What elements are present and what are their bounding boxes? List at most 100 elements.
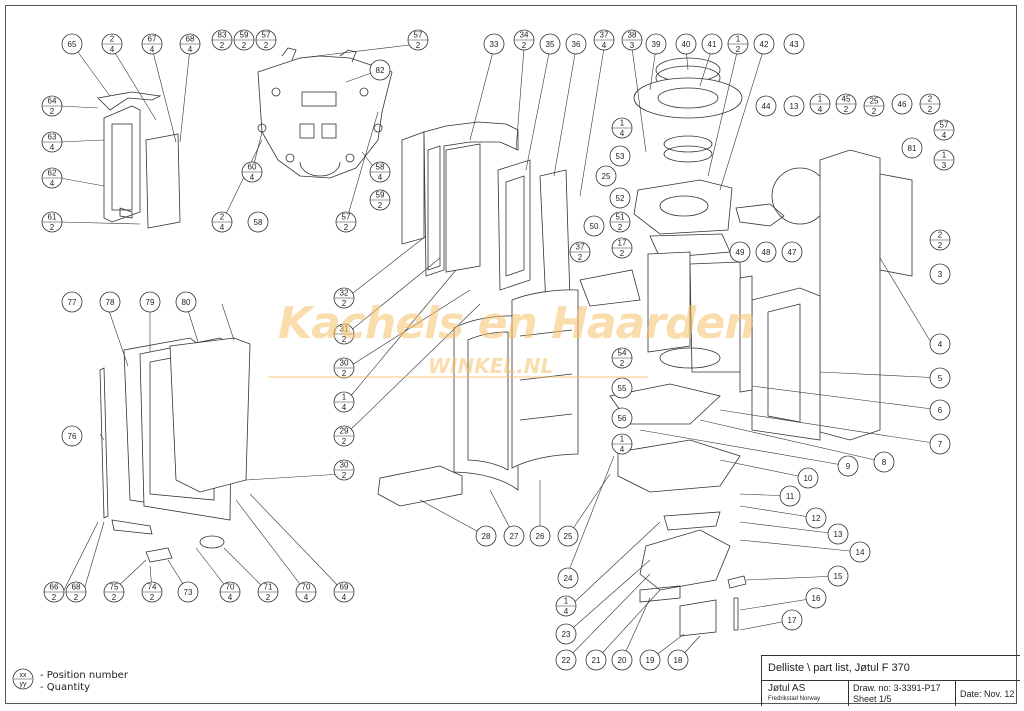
callout-position-number: 82 [376,66,385,75]
callout-quantity: 2 [872,107,877,116]
callout-circle [779,485,801,507]
callout-position-number: 58 [376,163,385,172]
callout-circle [729,241,751,263]
callout-61: 612 [41,211,63,233]
callout-circle [929,333,951,355]
callout-circle [873,451,895,473]
callout-position-number: 16 [812,594,821,603]
callout-76: 76 [61,425,83,447]
callout-position-number: 14 [856,548,865,557]
callout-circle [755,241,777,263]
callout-circle [557,567,579,589]
callout-57: 572 [407,29,429,51]
callout-17: 17 [781,609,803,631]
callout-position-number: 7 [938,440,943,449]
callout-quantity: 4 [342,593,347,602]
top-left-door-assembly [97,91,181,229]
callout-position-number: 20 [618,656,627,665]
callout-24: 24 [557,567,579,589]
callout-67: 674 [141,33,163,55]
callout-57: 572 [335,211,357,233]
callout-quantity: 4 [304,593,309,602]
title-block-date: Date: Nov. 12 [960,689,1015,699]
callout-position-number: 81 [908,144,917,153]
callout-42: 42 [753,33,775,55]
callout-quantity: 4 [150,45,155,54]
callout-position-number: 73 [184,588,193,597]
callout-circle [611,649,633,671]
callout-quantity: 2 [344,223,349,232]
callout-55: 55 [611,377,633,399]
callout-circle [565,33,587,55]
callout-position-number: 27 [510,532,519,541]
callout-position-number: 61 [48,213,57,222]
callout-29: 292 [333,425,355,447]
callout-position-number: 32 [340,289,349,298]
callout-position-number: 75 [110,583,119,592]
callout-82: 82 [369,59,391,81]
callout-81: 81 [901,137,923,159]
callout-4: 4 [929,333,951,355]
callout-circle [611,407,633,429]
callout-circle [827,565,849,587]
callout-30: 302 [333,357,355,379]
callout-position-number: 62 [48,169,57,178]
callout-position-number: 15 [834,572,843,581]
callout-position-number: 55 [618,384,627,393]
callout-2: 22 [929,229,951,251]
callout-1: 14 [555,595,577,617]
callout-1: 14 [333,391,355,413]
callout-circle [61,33,83,55]
callout-69: 694 [333,581,355,603]
callout-position-number: 2 [938,231,943,240]
callout-circle [555,649,577,671]
callout-36: 36 [565,33,587,55]
callout-68: 682 [65,581,87,603]
callout-13: 13 [827,523,849,545]
callout-54: 542 [611,347,633,369]
callout-79: 79 [139,291,161,313]
callout-32: 322 [333,287,355,309]
callout-quantity: 2 [928,105,933,114]
rear-panel-assembly [579,149,913,441]
legend-symbol-bottom: yy [20,681,28,688]
callout-circle [99,291,121,313]
title-block-divider [848,680,849,706]
callout-20: 20 [611,649,633,671]
callout-68: 684 [179,33,201,55]
callout-position-number: 22 [562,656,571,665]
callout-position-number: 8 [882,458,887,467]
callout-21: 21 [585,649,607,671]
callout-quantity: 2 [578,253,583,262]
callout-circle [667,649,689,671]
callout-25: 25 [595,165,617,187]
callout-70: 704 [295,581,317,603]
callout-position-number: 35 [546,40,555,49]
callout-8: 8 [873,451,895,473]
callout-52: 52 [609,187,631,209]
callout-62: 624 [41,167,63,189]
callout-circle [929,263,951,285]
callout-circle [611,377,633,399]
callout-position-number: 23 [562,630,571,639]
callout-circle [753,33,775,55]
callout-quantity: 2 [416,41,421,50]
callout-63: 634 [41,131,63,153]
callout-quantity: 2 [342,369,347,378]
callout-57: 574 [933,119,955,141]
callout-64: 642 [41,95,63,117]
callout-12: 12 [805,507,827,529]
callout-38: 383 [621,29,643,51]
callout-quantity: 2 [342,335,347,344]
callout-position-number: 68 [72,583,81,592]
callout-73: 73 [177,581,199,603]
callout-position-number: 59 [240,31,249,40]
callout-position-number: 63 [48,133,57,142]
callout-position-number: 78 [106,298,115,307]
callout-position-number: 1 [942,151,947,160]
callout-circle [609,145,631,167]
callout-position-number: 39 [652,40,661,49]
callout-quantity: 4 [620,129,625,138]
legend-position-number: - Position number [40,670,128,681]
